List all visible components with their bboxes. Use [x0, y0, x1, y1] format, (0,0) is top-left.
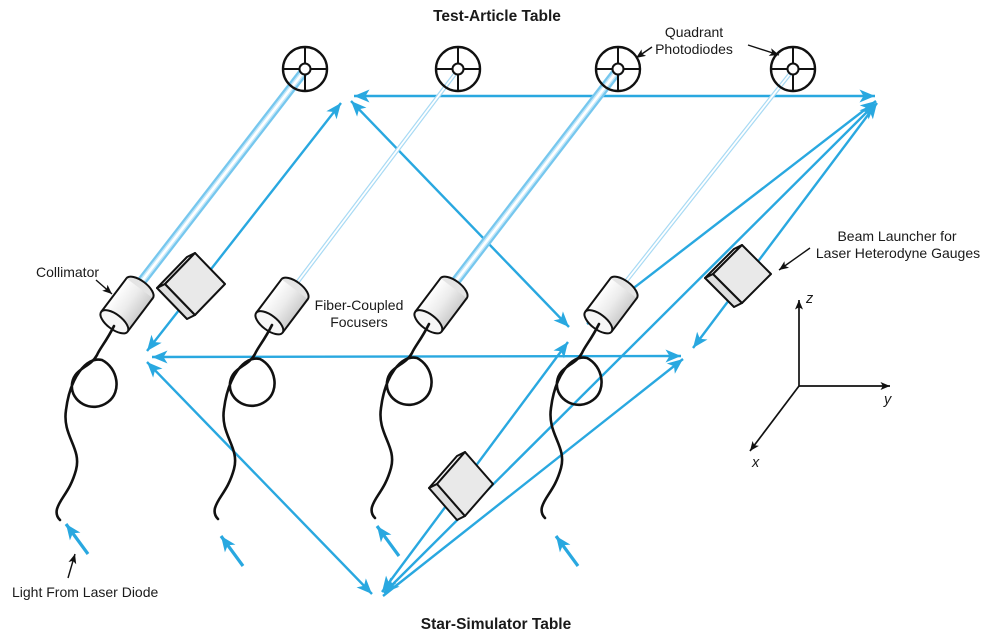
label-fiber-coupled-focusers-line2: Focusers — [330, 314, 388, 330]
pointer-quadrant-left — [635, 46, 653, 59]
starlight-beam-3 — [438, 66, 622, 303]
fiber-cables — [55, 322, 603, 522]
starlight-beam-4 — [610, 68, 795, 301]
title-test-article-table: Test-Article Table — [433, 8, 561, 25]
label-quadrant-photodiodes-line1: Quadrant — [665, 24, 723, 40]
laser-input-arrow-2 — [219, 535, 245, 567]
x-axis — [749, 385, 800, 452]
quadrant-photodiode-2 — [434, 45, 482, 93]
fiber-cable-2 — [213, 323, 276, 521]
beam-line-b-d — [692, 102, 878, 349]
axis-triad: z y x — [749, 291, 892, 471]
label-beam-launcher-line1: Beam Launcher for — [837, 228, 956, 244]
fiber-cable-4 — [540, 322, 603, 520]
pointer-beam-launcher — [778, 247, 811, 271]
collimator-2 — [254, 276, 310, 336]
quadrant-photodiode-3 — [594, 45, 642, 93]
fiber-cable-3 — [370, 322, 433, 520]
collimator-4 — [583, 275, 639, 335]
pointer-laser-diode — [67, 553, 77, 579]
starlight-beam-1 — [124, 66, 309, 303]
beam-launcher-1 — [156, 252, 226, 320]
annotation-pointers — [67, 44, 811, 579]
collimator-1 — [99, 275, 155, 335]
beam-line-c-e — [146, 361, 373, 595]
y-axis-label: y — [883, 392, 892, 408]
z-axis-label: z — [805, 291, 814, 307]
laser-input-arrow-1 — [64, 523, 90, 555]
starlight-beam-2 — [282, 68, 460, 302]
metrology-beam-network — [146, 89, 878, 597]
x-axis-label: x — [751, 455, 760, 471]
laser-input-arrow-4 — [554, 535, 580, 567]
fiber-cable-1 — [55, 324, 118, 522]
label-fiber-coupled-focusers-line1: Fiber-Coupled — [315, 297, 404, 313]
label-beam-launcher-line2: Laser Heterodyne Gauges — [816, 245, 980, 261]
pointer-collimator — [95, 279, 113, 295]
beam-line-e-d — [382, 358, 684, 597]
label-collimator: Collimator — [36, 264, 99, 280]
beam-line-a-c — [146, 102, 342, 352]
pointer-quadrant-right — [747, 44, 780, 56]
label-quadrant-photodiodes-line2: Photodiodes — [655, 41, 733, 57]
laser-input-arrow-3 — [375, 525, 401, 557]
beam-launcher-3 — [428, 451, 494, 521]
label-light-from-laser-diode: Light From Laser Diode — [12, 584, 159, 600]
collimator-3 — [413, 275, 469, 335]
laser-input-arrows — [64, 523, 580, 567]
title-star-simulator-table: Star-Simulator Table — [421, 616, 572, 633]
beam-launcher-2 — [704, 244, 772, 308]
quadrant-photodiode-4 — [769, 45, 817, 93]
starlight-beams — [124, 66, 795, 303]
quadrant-photodiode-1 — [281, 45, 329, 93]
